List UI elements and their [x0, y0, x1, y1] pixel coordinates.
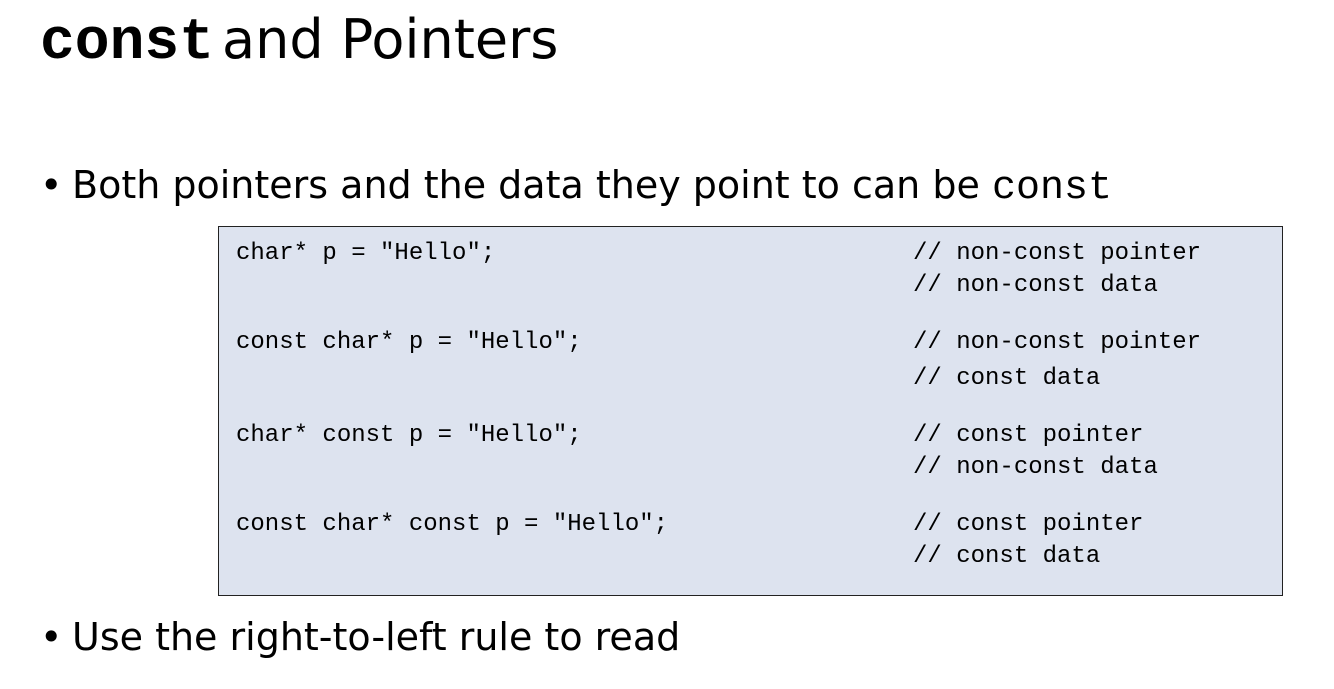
code-comment-3b: // non-const data	[913, 454, 1158, 481]
code-statement-1: char* p = "Hello";	[236, 240, 496, 267]
code-statement-2: const char* p = "Hello";	[236, 329, 582, 356]
bullet-1-text: Both pointers and the data they point to…	[72, 163, 980, 207]
code-comment-4b: // const data	[913, 543, 1101, 570]
bullet-dot-icon: •	[40, 615, 63, 659]
code-comment-1a: // non-const pointer	[913, 240, 1202, 267]
code-statement-4: const char* const p = "Hello";	[236, 511, 669, 538]
code-comment-3a: // const pointer	[913, 422, 1144, 449]
code-block: char* p = "Hello"; // non-const pointer …	[218, 226, 1283, 596]
code-comment-1b: // non-const data	[913, 272, 1158, 299]
bullet-2-text: Use the right-to-left rule to read	[72, 615, 681, 659]
bullet-1-code: const	[991, 166, 1112, 211]
bullet-item-2: •Use the right-to-left rule to read	[40, 612, 680, 662]
bullet-dot-icon: •	[40, 163, 63, 207]
code-comment-2a: // non-const pointer	[913, 329, 1202, 356]
bullet-item-1: •Both pointers and the data they point t…	[40, 160, 1112, 214]
code-comment-2b: // const data	[913, 365, 1101, 392]
title-code-keyword: const	[40, 11, 215, 76]
code-comment-4a: // const pointer	[913, 511, 1144, 538]
code-statement-3: char* const p = "Hello";	[236, 422, 582, 449]
title-text: and Pointers	[222, 8, 559, 71]
